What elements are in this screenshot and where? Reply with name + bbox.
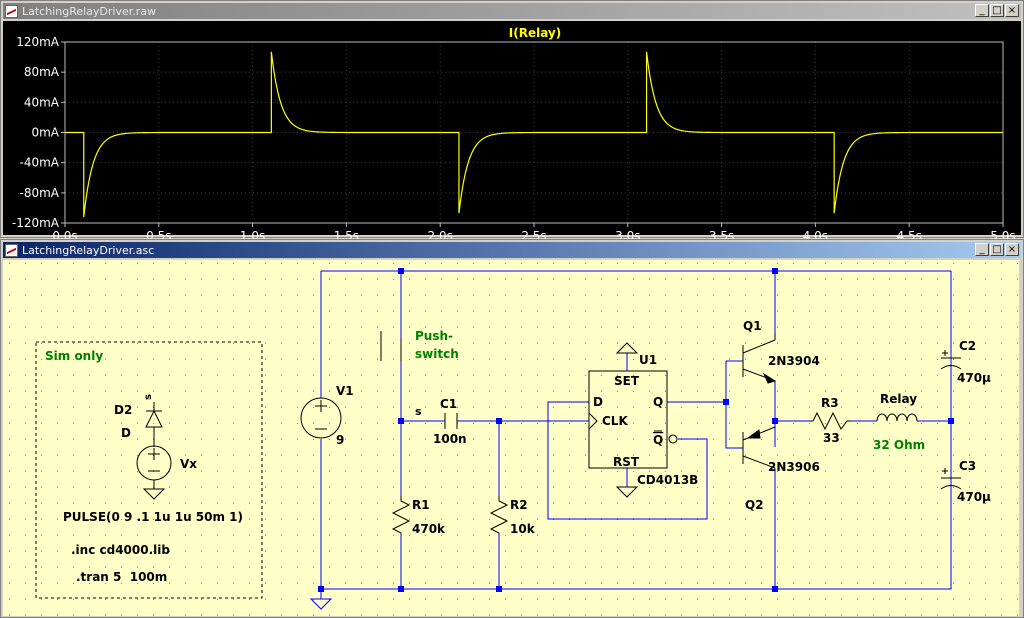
c3-label: C3	[959, 459, 976, 473]
resistor-r1[interactable]	[391, 496, 411, 534]
q1-model: 2N3904	[768, 354, 820, 368]
y-tick-label: 0mA	[31, 126, 59, 140]
maximize-button[interactable]: □	[990, 243, 1004, 256]
waveform-app-icon	[5, 4, 18, 18]
sim-only-box[interactable]	[35, 341, 263, 599]
d2-net-s-label: s	[143, 394, 154, 400]
relay-value: 32 Ohm	[873, 438, 925, 452]
transistor-q1[interactable]	[742, 333, 777, 384]
r1-label: R1	[412, 498, 430, 512]
d2-label: D2	[114, 403, 132, 417]
ground-symbol[interactable]	[309, 589, 333, 610]
y-tick-label: -80mA	[20, 186, 60, 200]
pin-q-label: Q	[653, 395, 663, 409]
wires	[320, 270, 952, 590]
y-tick-label: -120mA	[12, 216, 60, 230]
c3-value: 470µ	[957, 490, 991, 504]
close-button[interactable]: ×	[1005, 4, 1019, 17]
schematic-window-titlebar[interactable]: LatchingRelayDriver.asc _ □ ×	[3, 242, 1021, 258]
schematic-app-icon	[5, 243, 18, 257]
flipflop-u1[interactable]	[588, 342, 678, 498]
schematic-grid-dots	[3, 260, 1019, 616]
r3-label: R3	[821, 396, 839, 410]
waveform-window: LatchingRelayDriver.raw _ □ × I(Relay) 1…	[0, 0, 1024, 243]
push-switch-label-1: Push-	[415, 329, 453, 343]
schematic-window: LatchingRelayDriver.asc _ □ × Sim only s…	[0, 239, 1024, 618]
close-button[interactable]: ×	[1005, 243, 1019, 256]
relay-label: Relay	[880, 392, 917, 406]
capacitor-c1[interactable]	[444, 413, 458, 429]
pin-rst-label: RST	[613, 455, 640, 469]
u1-label: U1	[639, 353, 657, 367]
y-tick-label: -40mA	[20, 156, 60, 170]
trace-line	[65, 51, 1003, 218]
r3-value: 33	[823, 431, 840, 445]
pin-set-label: SET	[614, 374, 640, 388]
waveform-plot-area[interactable]: I(Relay) 120mA 80mA 40mA 0mA -40mA -80mA -120m…	[3, 21, 1021, 243]
waveform-window-titlebar[interactable]: LatchingRelayDriver.raw _ □ ×	[3, 3, 1021, 19]
pin-d-label: D	[593, 395, 603, 409]
q2-label: Q2	[745, 498, 764, 512]
c1-value: 100n	[433, 432, 467, 446]
minimize-button[interactable]: _	[975, 243, 989, 256]
c2-value: 470µ	[957, 371, 991, 385]
plot-frame	[64, 41, 1004, 224]
vx-label: Vx	[180, 457, 197, 471]
pin-clk-label: CLK	[602, 414, 628, 428]
r1-value: 470k	[412, 522, 446, 536]
net-s-label: s	[415, 405, 422, 418]
v1-value: 9	[336, 433, 344, 447]
y-tick-label: 80mA	[24, 65, 60, 79]
schematic-canvas[interactable]: Sim only s D2 D Vx PULSE(0 9 .1 1u 1u 50…	[3, 260, 1019, 616]
pulse-directive[interactable]: PULSE(0 9 .1 1u 1u 50m 1)	[63, 510, 243, 524]
capacitor-c2[interactable]	[940, 350, 962, 370]
q2-model: 2N3906	[768, 460, 820, 474]
v1-label: V1	[336, 384, 354, 398]
u1-model-label: CD4013B	[637, 473, 698, 487]
y-tick-label: 120mA	[16, 35, 60, 49]
tran-directive[interactable]: .tran 5 100m	[76, 570, 167, 584]
c2-label: C2	[959, 339, 976, 353]
r2-label: R2	[510, 498, 528, 512]
source-vx[interactable]	[136, 445, 172, 500]
capacitor-c3[interactable]	[940, 468, 962, 490]
resistor-r3[interactable]	[809, 411, 851, 431]
include-directive[interactable]: .inc cd4000.lib	[71, 543, 170, 557]
d2-model-label: D	[121, 426, 131, 440]
c1-label: C1	[440, 397, 457, 411]
push-switch-label-2: switch	[415, 347, 459, 361]
minimize-button[interactable]: _	[975, 4, 989, 17]
sim-only-label: Sim only	[45, 349, 103, 363]
waveform-window-title: LatchingRelayDriver.raw	[22, 4, 157, 18]
y-tick-label: 40mA	[24, 95, 60, 109]
y-tick-labels: 120mA 80mA 40mA 0mA -40mA -80mA -120mA	[12, 35, 60, 230]
relay-inductor[interactable]	[876, 413, 918, 422]
q1-label: Q1	[743, 319, 762, 333]
r2-value: 10k	[510, 522, 536, 536]
transistor-q2[interactable]	[742, 426, 776, 469]
push-switch[interactable]	[380, 331, 402, 361]
plot-background	[3, 21, 1021, 235]
voltage-source-v1[interactable]	[300, 397, 342, 439]
resistor-r2[interactable]	[489, 496, 509, 534]
schematic-window-title: LatchingRelayDriver.asc	[22, 243, 155, 257]
diode-d2[interactable]	[145, 402, 163, 447]
maximize-button[interactable]: □	[990, 4, 1004, 17]
pin-qbar-label: Q	[653, 433, 663, 447]
trace-label[interactable]: I(Relay)	[509, 26, 561, 40]
